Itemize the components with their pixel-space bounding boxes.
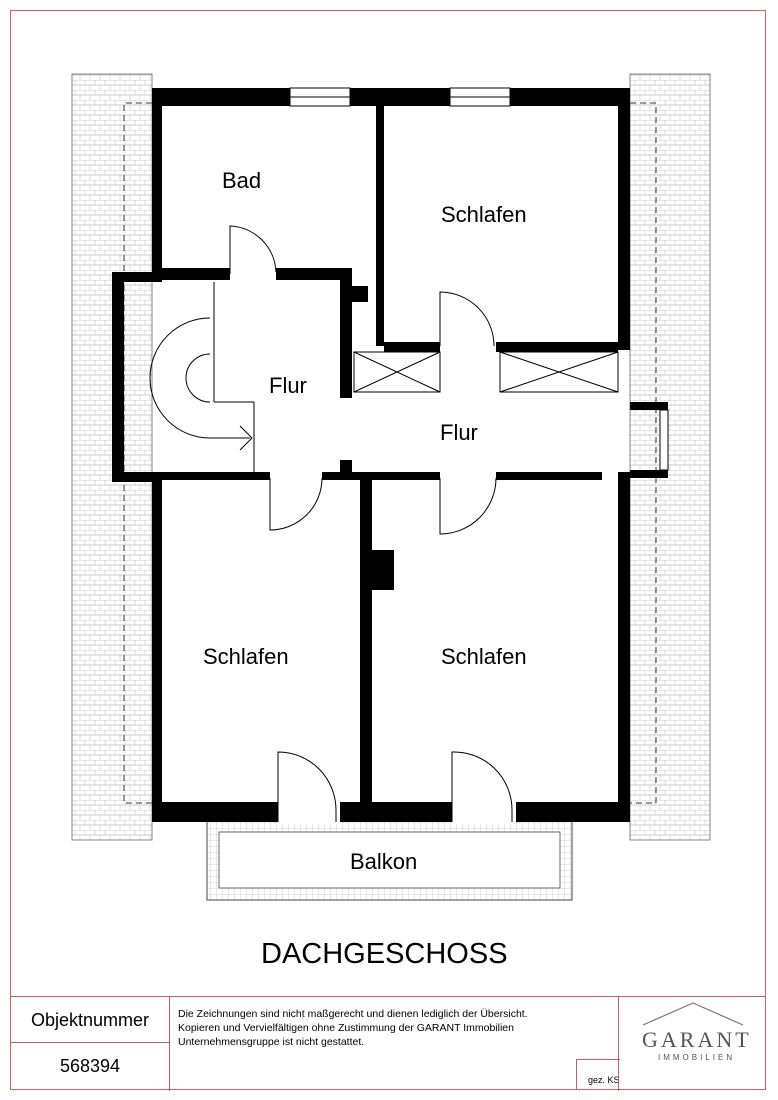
page-frame	[10, 10, 766, 1090]
staircase	[149, 282, 255, 472]
disclaimer-line: Die Zeichnungen sind nicht maßgerecht un…	[178, 1008, 528, 1020]
garant-logo-sub: IMMOBILIEN	[658, 1053, 736, 1062]
roof-right	[629, 73, 711, 841]
objekt-label: Objektnummer	[10, 997, 170, 1043]
signature-box	[576, 1059, 620, 1089]
disclaimer: Die Zeichnungen sind nicht maßgerecht un…	[178, 1007, 618, 1049]
walls	[112, 88, 668, 822]
room-label-flur-left: Flur	[269, 373, 307, 398]
footer: Objektnummer 568394 Die Zeichnungen sind…	[10, 996, 766, 1091]
floor-plan: Bad Schlafen Flur Flur Schlafen Schlafen…	[71, 73, 711, 970]
roof-left	[71, 73, 153, 841]
objekt-value: 568394	[59, 1056, 121, 1076]
room-label-schlafen-bottom-right: Schlafen	[441, 644, 527, 669]
garant-logo: GARANT	[642, 1027, 752, 1052]
room-label-schlafen-top: Schlafen	[441, 202, 527, 227]
room-label-bad: Bad	[222, 168, 261, 193]
disclaimer-line: Unternehmensgruppe ist nicht gestattet.	[178, 1036, 365, 1048]
windows	[289, 87, 669, 471]
room-label-flur-right: Flur	[440, 420, 478, 445]
logo-box	[618, 997, 766, 1091]
knee-wall-right	[630, 102, 657, 804]
closets	[353, 351, 619, 393]
room-label-schlafen-bottom-left: Schlafen	[203, 644, 289, 669]
signature: gez. KS	[588, 1075, 620, 1085]
knee-wall-left	[123, 102, 152, 804]
room-label-balkon: Balkon	[350, 849, 417, 874]
garant-roof-icon	[642, 1002, 744, 1026]
plan-title: DACHGESCHOSS	[261, 938, 508, 970]
disclaimer-line: Kopieren und Vervielfältigen ohne Zustim…	[178, 1022, 514, 1034]
objekt-box: Objektnummer 568394	[10, 997, 170, 1091]
doors	[229, 225, 516, 824]
